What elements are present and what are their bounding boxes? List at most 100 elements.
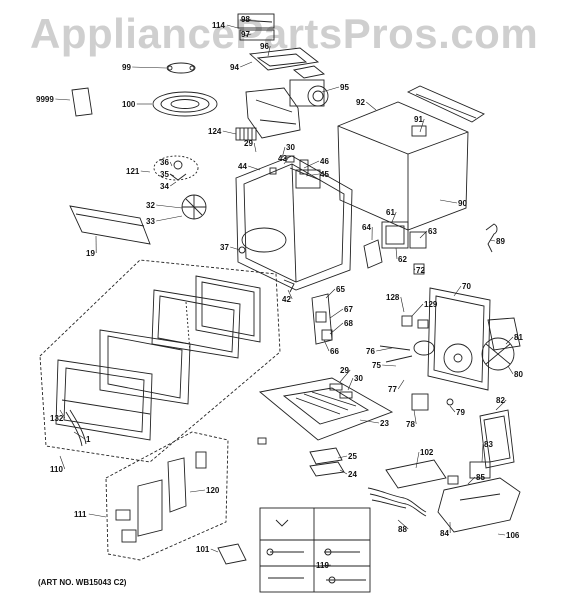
leader-line	[415, 451, 420, 469]
leader-line	[505, 336, 514, 345]
part-callout-33: 33	[146, 217, 155, 226]
part-callout-24: 24	[348, 470, 357, 479]
part-callout-95: 95	[340, 83, 349, 92]
top-vent-grille	[406, 85, 485, 123]
part-callout-90: 90	[458, 199, 467, 208]
leader-line	[382, 364, 397, 367]
part-callout-92: 92	[356, 98, 365, 107]
leader-line	[467, 476, 476, 485]
part-callout-102: 102	[420, 448, 434, 457]
part-callout-35: 35	[160, 170, 169, 179]
part-callout-124: 124	[208, 127, 222, 136]
leader-line	[222, 130, 237, 135]
grease-filter-part	[309, 447, 345, 477]
part-callout-121: 121	[126, 167, 140, 176]
duct-adapter-part	[487, 317, 521, 351]
part-callout-66: 66	[330, 347, 339, 356]
part-callout-65: 65	[336, 285, 345, 294]
part-callout-30: 30	[354, 374, 363, 383]
part-callout-98: 98	[241, 15, 250, 24]
part-callout-29: 29	[340, 366, 349, 375]
leader-line	[339, 369, 351, 383]
leader-line	[287, 289, 293, 300]
leader-line	[329, 322, 344, 335]
leader-line	[339, 469, 348, 475]
part-callout-37: 37	[220, 243, 229, 252]
leader-line	[400, 296, 405, 313]
part-callout-101: 101	[196, 545, 210, 554]
leader-line	[170, 181, 177, 187]
leader-line	[240, 61, 253, 68]
part-callout-9999: 9999	[36, 95, 54, 104]
art-number: (ART NO. WB15043 C2)	[38, 578, 127, 587]
part-callout-63: 63	[428, 227, 437, 236]
leader-line	[189, 489, 206, 493]
part-callout-85: 85	[476, 473, 485, 482]
leader-line	[366, 101, 377, 111]
watermark: AppliancePartsPros.com	[30, 10, 539, 57]
leader-line	[419, 118, 425, 133]
leader-line	[329, 308, 344, 319]
hv-transformer-part	[437, 461, 521, 533]
leader-line	[156, 204, 183, 209]
leader-line	[247, 18, 252, 21]
leader-line	[253, 142, 257, 153]
fan-motor-assembly	[289, 65, 329, 107]
door-assembly	[55, 329, 191, 441]
leader-line	[169, 161, 173, 167]
part-callout-83: 83	[484, 440, 493, 449]
leader-line	[305, 173, 320, 177]
leader-line	[281, 146, 286, 159]
leader-line	[376, 347, 393, 352]
leader-line	[156, 215, 183, 222]
turntable-ring-part	[166, 62, 196, 74]
power-cord-part	[485, 223, 498, 253]
leader-line	[132, 66, 167, 69]
leader-line	[210, 548, 219, 553]
part-callout-72: 72	[416, 266, 425, 275]
part-callout-68: 68	[344, 319, 353, 328]
leader-line	[481, 443, 484, 463]
lamp-socket-parts	[257, 383, 353, 445]
door-frame	[151, 275, 261, 359]
part-callout-88: 88	[398, 525, 407, 534]
leader-line	[226, 24, 239, 29]
motor-part	[379, 340, 435, 363]
template-part	[217, 543, 247, 565]
part-callout-32: 32	[146, 201, 155, 210]
leader-line	[315, 564, 331, 567]
part-callout-64: 64	[362, 223, 371, 232]
part-callout-29: 29	[244, 139, 253, 148]
glass-tray-part	[152, 91, 218, 117]
part-callout-67: 67	[344, 305, 353, 314]
leader-line	[413, 409, 417, 425]
part-callout-76: 76	[366, 347, 375, 356]
leader-line	[303, 160, 320, 169]
leader-line	[391, 211, 397, 223]
thermostat-part	[401, 263, 429, 329]
leader-line	[323, 339, 330, 352]
part-callout-30: 30	[286, 143, 295, 152]
part-callout-62: 62	[398, 255, 407, 264]
outer-case	[337, 101, 469, 231]
leader-line	[55, 98, 71, 101]
door-handle-part	[65, 409, 87, 447]
part-callout-79: 79	[456, 408, 465, 417]
part-callout-89: 89	[496, 237, 505, 246]
part-callout-42: 42	[282, 295, 291, 304]
part-callout-120: 120	[206, 486, 220, 495]
control-panel-trim	[69, 205, 151, 245]
part-callout-128: 128	[386, 293, 400, 302]
part-callout-25: 25	[348, 452, 357, 461]
hood-damper-part	[479, 409, 515, 469]
leader-line	[489, 239, 496, 242]
leader-line	[230, 246, 241, 251]
part-callout-106: 106	[506, 531, 520, 540]
leader-line	[347, 377, 354, 391]
part-callout-61: 61	[386, 208, 395, 217]
leader-line	[495, 399, 507, 411]
wire-harness-part	[367, 487, 427, 517]
leader-line	[170, 173, 175, 177]
part-callout-84: 84	[440, 529, 449, 538]
